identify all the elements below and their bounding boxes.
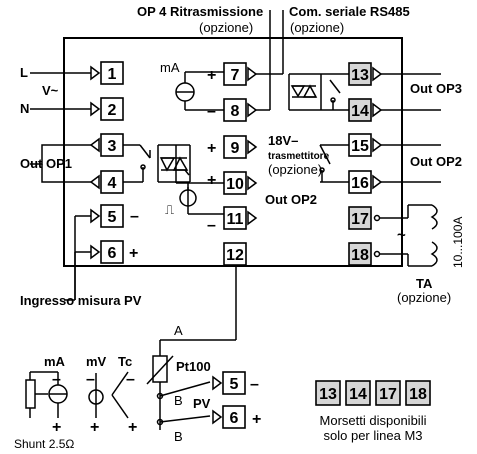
op4-title: OP 4 Ritrasmissione bbox=[137, 4, 263, 19]
terminal-16: 16 bbox=[351, 175, 369, 192]
pv-label: PV bbox=[193, 396, 211, 411]
t10-plus: + bbox=[207, 172, 216, 189]
svg-text:–: – bbox=[86, 371, 95, 388]
op4-subtitle: (opzione) bbox=[199, 20, 253, 35]
label-N: N bbox=[20, 101, 29, 116]
terminal-2: 2 bbox=[108, 102, 117, 119]
badge-17: 17 bbox=[379, 386, 397, 403]
terminal-8: 8 bbox=[231, 103, 240, 120]
terminal-2-box bbox=[100, 97, 124, 121]
v18-label: 18V– bbox=[268, 133, 298, 148]
t9-plus: + bbox=[207, 140, 216, 157]
bottom-terminal-5: 5 bbox=[230, 376, 239, 393]
terminal-6: 6 bbox=[108, 245, 117, 262]
terminal-13: 13 bbox=[351, 67, 369, 84]
range-label: 10...100A bbox=[451, 217, 465, 268]
label-L: L bbox=[20, 65, 28, 80]
terminal-12: 12 bbox=[226, 247, 244, 264]
out-op1-label: Out OP1 bbox=[20, 156, 72, 171]
badge-14: 14 bbox=[349, 386, 367, 403]
out-op3-label: Out OP3 bbox=[410, 81, 462, 96]
terminal-14: 14 bbox=[351, 103, 369, 120]
instrument-outline bbox=[63, 37, 403, 267]
ac-tilde: ~ bbox=[397, 227, 406, 244]
terminal-5-box bbox=[100, 204, 124, 228]
pt100-label: Pt100 bbox=[176, 359, 211, 374]
terminal-1-box bbox=[100, 61, 124, 85]
t11-minus: – bbox=[207, 217, 216, 234]
terminal-15: 15 bbox=[351, 138, 369, 155]
badge-13: 13 bbox=[319, 386, 337, 403]
terminal-3: 3 bbox=[108, 138, 117, 155]
t7-plus: + bbox=[207, 67, 216, 84]
terminal-5-minus: – bbox=[130, 208, 139, 225]
trasmettitore-label: trasmettitore bbox=[268, 151, 330, 162]
out-op2-mid-label: Out OP2 bbox=[265, 192, 317, 207]
terminal-11: 11 bbox=[227, 211, 244, 228]
ingresso-label: Ingresso misura PV bbox=[20, 293, 142, 308]
svg-text:–: – bbox=[126, 371, 135, 388]
supply-label: V~ bbox=[42, 83, 59, 98]
note-line-1: Morsetti disponibili bbox=[320, 413, 427, 428]
terminal-6-box bbox=[100, 240, 124, 264]
wire-b2-label: B bbox=[174, 429, 183, 444]
ta-label: TA bbox=[416, 276, 433, 291]
bottom-minus: – bbox=[250, 376, 259, 393]
shunt-label: Shunt 2.5Ω bbox=[14, 437, 74, 451]
ma-label: mA bbox=[160, 60, 180, 75]
terminal-17: 17 bbox=[351, 211, 369, 228]
terminal-6-plus: + bbox=[129, 245, 138, 262]
rs485-title: Com. seriale RS485 bbox=[289, 4, 410, 19]
t8-minus: – bbox=[207, 103, 216, 120]
mv-sensor-label: mV bbox=[86, 354, 107, 369]
bottom-terminal-6: 6 bbox=[230, 410, 239, 427]
wire-a-label: A bbox=[174, 323, 183, 338]
terminal-1: 1 bbox=[108, 66, 117, 83]
svg-text:+: + bbox=[90, 419, 99, 436]
pulse-icon: ⎍ bbox=[165, 202, 174, 217]
terminal-9: 9 bbox=[231, 140, 240, 157]
terminal-5: 5 bbox=[108, 209, 117, 226]
out-op2-label: Out OP2 bbox=[410, 154, 462, 169]
svg-text:+: + bbox=[52, 419, 61, 436]
terminal-7: 7 bbox=[231, 67, 240, 84]
opzione-label: (opzione) bbox=[268, 162, 322, 177]
ta-subtitle: (opzione) bbox=[397, 290, 451, 305]
svg-text:–: – bbox=[52, 371, 61, 388]
terminal-18: 18 bbox=[351, 247, 369, 264]
badge-18: 18 bbox=[409, 386, 427, 403]
bottom-plus: + bbox=[252, 411, 261, 428]
terminal-4: 4 bbox=[108, 175, 117, 192]
tc-sensor-label: Tc bbox=[118, 354, 132, 369]
rs485-subtitle: (opzione) bbox=[290, 20, 344, 35]
ma-sensor-label: mA bbox=[44, 354, 66, 369]
note-line-2: solo per linea M3 bbox=[324, 428, 423, 443]
svg-text:+: + bbox=[128, 419, 137, 436]
wire-b1-label: B bbox=[174, 393, 183, 408]
terminal-10: 10 bbox=[226, 176, 244, 193]
